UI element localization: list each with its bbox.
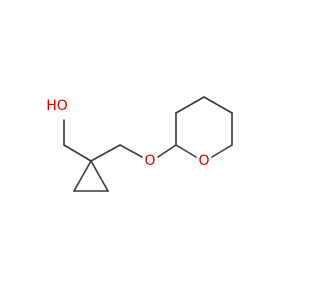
bond-ring-c6-oxygen (211, 144, 233, 158)
bond-cyclopropane-right (90, 160, 109, 192)
bond-layer (63, 96, 233, 192)
hydroxyl-label: HO (46, 98, 68, 114)
ring-oxygen-label: O (198, 153, 209, 169)
molecule-diagram: HO O O (46, 96, 233, 192)
bond-methylene-quaternary-carbon (63, 144, 92, 162)
bond-ring-c4-c5 (203, 96, 233, 114)
bond-ring-oxygen-c2 (175, 144, 197, 158)
structure-canvas: HO O O (46, 96, 233, 192)
bond-quaternary-methylene-ether (90, 144, 121, 162)
atom-label-layer: HO O O (46, 98, 209, 169)
bond-ring-c3-c4 (175, 96, 205, 114)
bond-methylene-ether-oxygen (119, 144, 143, 158)
bond-cyclopropane-left (73, 160, 92, 192)
ether-oxygen-label: O (144, 153, 155, 169)
bond-ether-oxygen-anomeric-carbon (157, 144, 177, 158)
